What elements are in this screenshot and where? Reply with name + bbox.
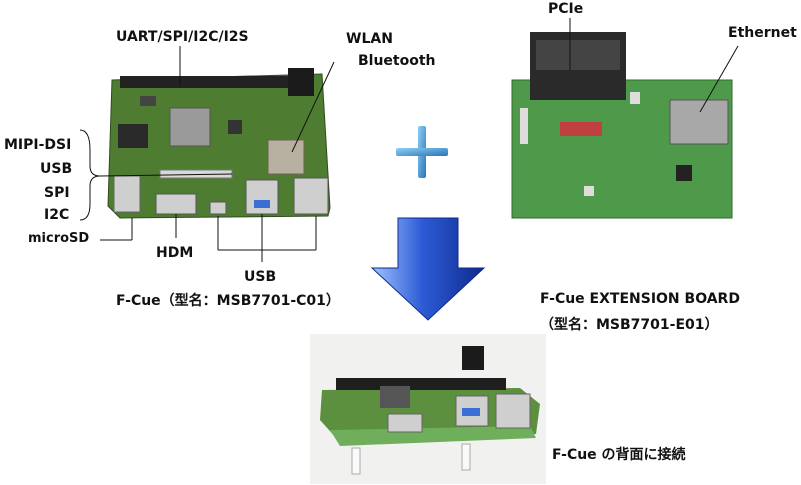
usb-label: USB [244,269,277,285]
microsd-label: microSD [28,231,90,246]
usb-side-label: USB [40,161,73,177]
plus-icon [396,126,448,178]
wlan-label: WLAN [346,31,393,47]
combined-boards-image [310,334,546,484]
spi-label: SPI [44,185,70,201]
ethernet-label: Ethernet [728,25,797,41]
extension-board-caption: F-Cue EXTENSION BOARD [540,291,740,307]
extension-board-model: （型名：MSB7701-E01） [540,317,719,333]
hdmi-label: HDM [156,245,194,261]
bluetooth-label: Bluetooth [358,53,436,69]
uart-spi-i2c-i2s-label: UART/SPI/I2C/I2S [116,29,249,45]
f-cue-caption: F-Cue（型名：MSB7701-C01） [116,293,340,309]
connect-caption: F-Cue の背面に接続 [552,447,686,463]
f-cue-board-image [107,68,331,219]
pcie-label: PCIe [548,1,584,17]
callout-lines [79,18,739,262]
i2c-label: I2C [44,207,70,223]
extension-board-image [511,32,733,219]
mipi-dsi-label: MIPI-DSI [4,137,72,153]
down-arrow-icon [370,217,486,321]
